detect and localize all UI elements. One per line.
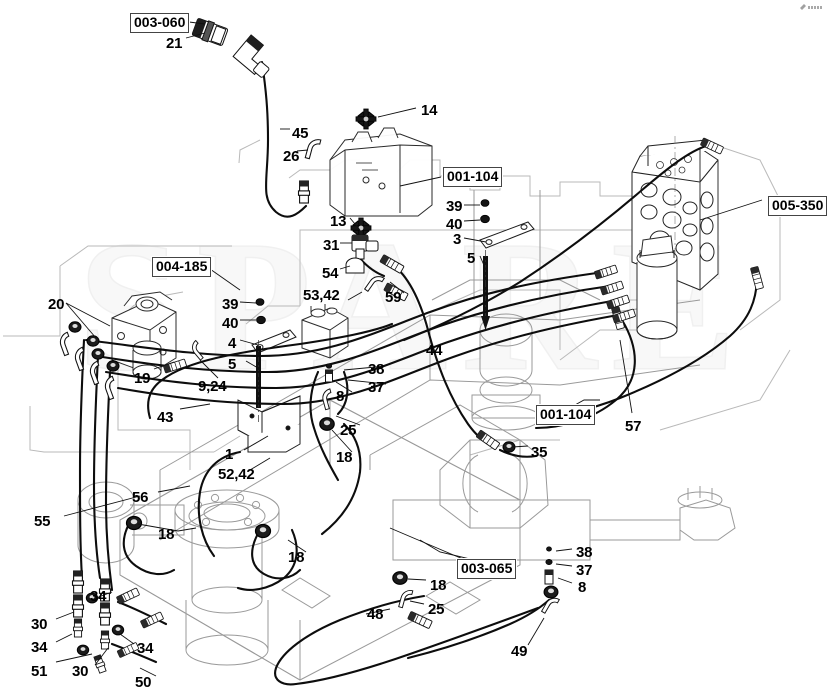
callout-18: 18 [430,577,447,594]
fittings [56,18,764,674]
callout-59: 59 [385,289,402,306]
callout-50: 50 [135,674,152,691]
callout-8: 8 [578,579,587,596]
callout-53-42: 53,42 [303,287,340,304]
callout-34: 34 [31,639,48,656]
callout-56: 56 [132,489,149,506]
reference-box-005-350[interactable]: 005-350 [768,196,828,216]
callout-5: 5 [228,356,237,373]
callout-57: 57 [625,418,642,435]
callout-19: 19 [134,370,151,387]
mounting-bracket-1 [237,395,301,453]
callout-40: 40 [222,315,239,332]
callout-51: 51 [31,663,48,680]
reference-box-004-185[interactable]: 004-185 [152,257,212,277]
rod-5-left [256,340,261,424]
callout-3: 3 [453,231,462,248]
callout-18: 18 [336,449,353,466]
callout-39: 39 [446,198,463,215]
callout-52-42: 52,42 [218,466,255,483]
callout-34: 34 [90,588,107,605]
callout-55: 55 [34,513,51,530]
callout-43: 43 [157,409,174,426]
callout-13: 13 [330,213,347,230]
callout-44: 44 [426,342,443,359]
callout-20: 20 [48,296,65,313]
watermark: SPARE SPARE [77,203,737,411]
callout-9-24: 9,24 [198,378,227,395]
callout-38: 38 [576,544,593,561]
callout-1: 1 [225,446,234,463]
callout-30: 30 [31,616,48,633]
reference-box-001-104[interactable]: 001-104 [443,167,503,187]
reference-box-003-065[interactable]: 003-065 [457,559,517,579]
callout-40: 40 [446,216,463,233]
callout-5: 5 [467,250,476,267]
callout-37: 37 [368,379,385,396]
callout-30: 30 [72,663,89,680]
callout-31: 31 [323,237,340,254]
reference-box-003-060[interactable]: 003-060 [130,13,190,33]
callout-38: 38 [368,361,385,378]
callout-21: 21 [166,35,183,52]
callout-4: 4 [228,335,237,352]
rod-5-top [481,250,490,330]
callout-18: 18 [158,526,175,543]
callout-54: 54 [322,265,339,282]
callout-8: 8 [336,388,345,405]
callout-37: 37 [576,562,593,579]
callout-49: 49 [511,643,528,660]
callout-26: 26 [283,148,300,165]
callout-35: 35 [531,444,548,461]
callout-48: 48 [367,606,384,623]
reference-box-001-104[interactable]: 001-104 [536,405,596,425]
callout-14: 14 [421,102,438,119]
callout-18: 18 [288,549,305,566]
corner-mark-icon [800,4,822,10]
callout-39: 39 [222,296,239,313]
callout-25: 25 [340,422,357,439]
callout-34: 34 [137,640,154,657]
hydraulic-filter [636,235,678,340]
plate-3 [479,221,535,249]
hose-lines [78,60,759,686]
callout-45: 45 [292,125,309,142]
callout-25: 25 [428,601,445,618]
hydraulic-tank [329,127,433,217]
